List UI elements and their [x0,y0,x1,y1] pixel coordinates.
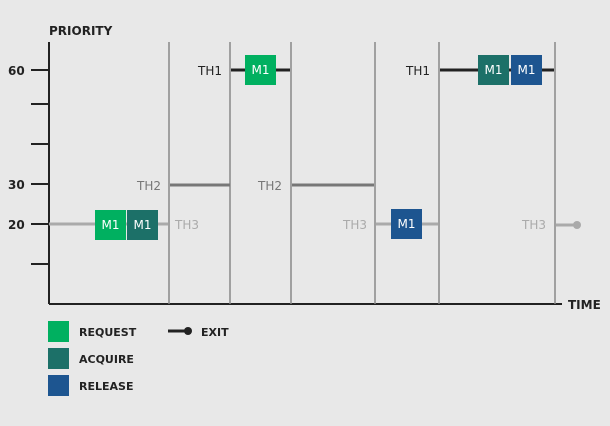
release-box-label: M1 [398,217,416,231]
legend-request-label: REQUEST [79,326,137,339]
release-box [391,209,422,239]
legend-acquire-label: ACQUIRE [79,353,134,366]
th1-label: TH1 [405,64,430,78]
legend-acquire-swatch [48,348,69,369]
y-tick-label-30: 30 [8,178,25,192]
y-axis-title: PRIORITY [49,24,113,38]
acquire-box-label: M1 [134,218,152,232]
th3-label: TH3 [521,218,546,232]
acquire-box-label: M1 [485,63,503,77]
th1-label: TH1 [197,64,222,78]
y-tick-label-20: 20 [8,218,25,232]
th2-label: TH2 [257,179,282,193]
acquire-box [127,210,158,240]
acquire-box [478,55,509,85]
legend-exit-label: EXIT [201,326,229,339]
th2-label: TH2 [136,179,161,193]
legend-exit-dot [184,327,192,335]
request-box-label: M1 [102,218,120,232]
th3-label: TH3 [174,218,199,232]
th3-label: TH3 [342,218,367,232]
release-box [511,55,542,85]
legend-request-swatch [48,321,69,342]
th3-exit-dot [573,221,581,229]
legend-release-label: RELEASE [79,380,133,393]
request-box [95,210,126,240]
legend-release-swatch [48,375,69,396]
request-box [245,55,276,85]
y-tick-label-60: 60 [8,64,25,78]
x-axis-title: TIME [568,298,601,312]
request-box-label: M1 [252,63,270,77]
release-box-label: M1 [518,63,536,77]
